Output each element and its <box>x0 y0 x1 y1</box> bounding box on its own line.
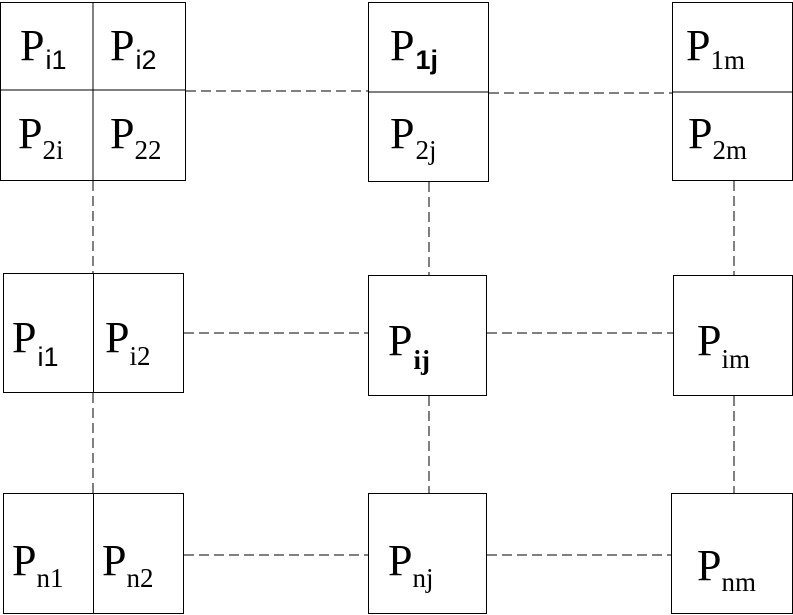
cell-label: Pi1 <box>12 313 59 372</box>
cell-label: P1m <box>686 21 745 75</box>
cell-label: Pim <box>697 316 750 374</box>
cell-label: P2i <box>18 109 64 165</box>
cell-label: Pn1 <box>12 536 63 593</box>
dashed-connectors <box>92 90 735 556</box>
cell-labels: Pi1 Pi2 P1j P1m P2i P22 P2j P2m Pi1 Pi2 … <box>12 21 756 597</box>
cell-label: Pi2 <box>110 21 157 75</box>
cell-label: Pnj <box>388 536 434 593</box>
cell-label: Pi1 <box>20 21 67 75</box>
cell-label: P2m <box>688 109 747 165</box>
cell-label: Pn2 <box>102 536 153 593</box>
cell-label: Pij <box>388 316 430 375</box>
cell-label: Pnm <box>697 541 756 597</box>
cell-box-bottom-center <box>368 493 487 614</box>
cell-label: P2j <box>390 109 437 165</box>
cell-box-center <box>368 275 487 396</box>
cell-label: P1j <box>390 21 438 75</box>
cell-box-middle-right <box>673 275 793 396</box>
cell-label: P22 <box>110 109 161 165</box>
cell-label: Pi2 <box>105 313 151 371</box>
